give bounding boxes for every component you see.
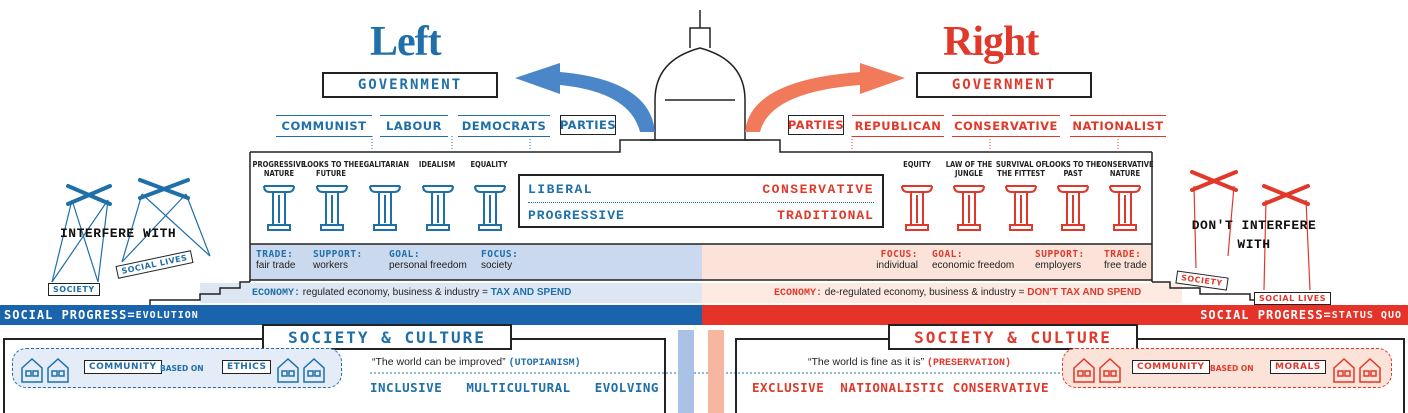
ideology-traditional: TRADITIONAL: [777, 208, 874, 223]
pillar-label: IDEALISM: [418, 160, 456, 169]
right-traits: EXCLUSIVE NATIONALISTIC CONSERVATIVE: [752, 380, 1049, 395]
pillar-label: EGALITARIAN: [359, 160, 409, 169]
right-social-lives-tag: SOCIAL LIVES: [1254, 292, 1331, 305]
band-item: GOAL:economic freedom: [932, 249, 1015, 271]
blue-column-icon: [369, 185, 401, 231]
right-social-progress-bar: [702, 305, 1408, 325]
left-community: COMMUNITY: [84, 360, 162, 374]
red-column-icon: [1057, 185, 1089, 231]
party-nationalist: NATIONALIST: [1070, 115, 1166, 137]
pillar-label: LOOKS TO THE FUTURE: [303, 160, 359, 178]
left-quote: “The world can be improved” (UTOPIANISM): [372, 356, 581, 369]
right-based-on: BASED ON: [1210, 364, 1254, 373]
blue-column-icon: [263, 185, 295, 231]
left-social-progress: SOCIAL PROGRESS=EVOLUTION: [4, 308, 199, 322]
right-community: COMMUNITY: [1132, 360, 1210, 374]
pillar-label: CONSERVATIVE NATURE: [1096, 160, 1154, 178]
right-parties-label: PARTIES: [788, 115, 844, 135]
left-society-tag: SOCIETY: [48, 283, 100, 296]
pillar-label: PROGRESSIVE NATURE: [252, 160, 306, 178]
party-communist: COMMUNIST: [276, 115, 372, 137]
right-interfere: DON'T INTERFERE WITH: [1191, 218, 1317, 252]
left-society-culture-title: SOCIETY & CULTURE: [262, 324, 512, 350]
band-item: GOAL:personal freedom: [389, 249, 467, 271]
right-title: Right: [943, 19, 1039, 65]
blue-column-icon: [316, 185, 348, 231]
left-title: Left: [370, 19, 442, 65]
ideology-progressive: PROGRESSIVE: [528, 208, 625, 223]
ideology-conservative: CONSERVATIVE: [762, 182, 874, 197]
left-puppet-icon: [51, 178, 211, 283]
house-icon: [277, 357, 325, 383]
pillar-label: SURVIVAL OF THE FITTEST: [995, 160, 1047, 178]
left-band-bg: [250, 244, 702, 280]
party-republican: REPUBLICAN: [852, 115, 944, 137]
band-item: FOCUS:individual: [876, 249, 918, 271]
right-quote: “The world is fine as it is” (PRESERVATI…: [808, 356, 1012, 369]
right-government-banner: GOVERNMENT: [916, 72, 1092, 98]
house-icon: [1073, 357, 1121, 383]
party-democrats: DEMOCRATS: [458, 115, 550, 137]
right-economy-bg: [702, 283, 1182, 303]
right-band-bg: [702, 244, 1152, 280]
left-social-progress-bar: [0, 305, 702, 325]
red-column-icon: [953, 185, 985, 231]
left-interfere: INTERFERE WITH: [60, 226, 177, 241]
left-economy: ECONOMY: regulated economy, business & i…: [252, 287, 572, 299]
right-basis: MORALS: [1270, 360, 1326, 374]
left-traits: INCLUSIVE MULTICULTURAL EVOLVING: [370, 380, 659, 395]
left-basis: ETHICS: [222, 360, 272, 374]
left-government-banner: GOVERNMENT: [322, 72, 498, 98]
blue-column-icon: [422, 185, 454, 231]
left-economy-bg: [200, 283, 702, 303]
ideology-liberal: LIBERAL: [528, 182, 594, 197]
pillar-label: EQUALITY: [470, 160, 508, 169]
band-item: TRADE:free trade: [1104, 249, 1147, 271]
band-item: SUPPORT:workers: [313, 249, 363, 271]
pillar-label: EQUITY: [903, 160, 931, 169]
left-parties-label: PARTIES: [560, 115, 616, 135]
red-column-icon: [1005, 185, 1037, 231]
right-economy: ECONOMY: de-regulated economy, business …: [774, 287, 1142, 299]
party-labour: LABOUR: [380, 115, 448, 137]
band-item: TRADE:fair trade: [256, 249, 296, 271]
house-icon: [21, 357, 69, 383]
party-conservative: CONSERVATIVE: [952, 115, 1060, 137]
pillar-label: LAW OF THE JUNGLE: [945, 160, 993, 178]
blue-column-icon: [474, 185, 506, 231]
house-icon: [1333, 357, 1381, 383]
left-based-on: BASED ON: [160, 364, 204, 373]
band-item: SUPPORT:employers: [1035, 249, 1085, 271]
ideology-divider: [528, 202, 874, 203]
right-puppet-icon: [1190, 170, 1311, 291]
red-column-icon: [1109, 185, 1141, 231]
red-column-icon: [901, 185, 933, 231]
band-item: FOCUS:society: [481, 249, 519, 271]
pillar-label: LOOKS TO THE PAST: [1045, 160, 1101, 178]
ideology-box: LIBERAL PROGRESSIVE CONSERVATIVE TRADITI…: [518, 174, 884, 228]
right-society-culture-title: SOCIETY & CULTURE: [888, 324, 1138, 350]
right-social-progress: SOCIAL PROGRESS=STATUS QUO: [1200, 308, 1402, 322]
